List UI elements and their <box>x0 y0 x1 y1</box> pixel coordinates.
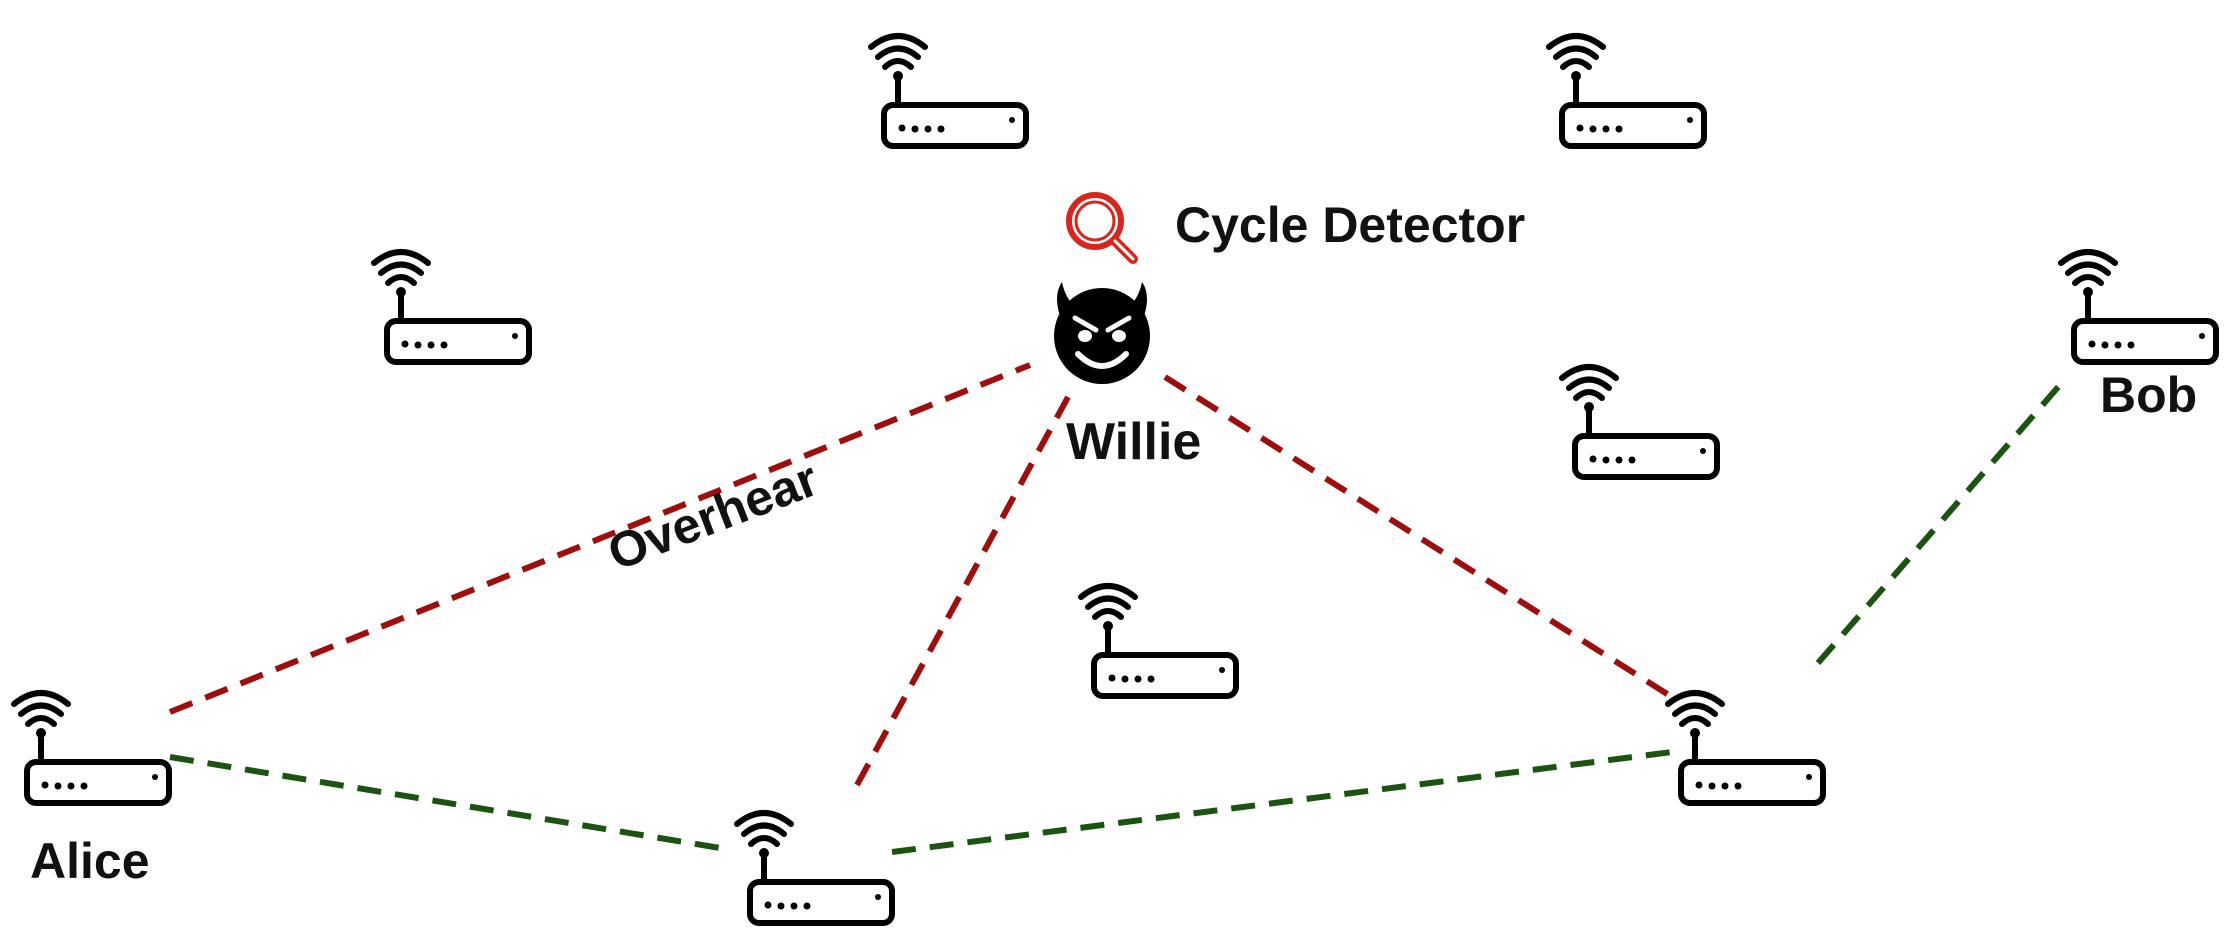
node-label-alice: Alice <box>30 833 150 889</box>
router-icon-center <box>1081 586 1236 696</box>
route-edge-relay1-relay2 <box>891 749 1673 855</box>
router-icon-bob <box>2061 252 2216 362</box>
router-icon-relay2 <box>1668 693 1823 803</box>
devil-face-icon <box>1054 282 1150 384</box>
overhear-edge-relay1 <box>854 395 1071 787</box>
magnifier-icon <box>1066 192 1138 264</box>
router-icon-relay1 <box>737 813 892 923</box>
overhear-edges <box>168 362 1674 787</box>
cycle-detector-label: Cycle Detector <box>1175 197 1526 253</box>
router-icon-mid-left <box>374 252 529 362</box>
router-icon-mid-right <box>1562 367 1717 477</box>
route-edge-relay2-bob <box>1815 376 2069 665</box>
node-label-willie: Willie <box>1066 413 1202 471</box>
router-icon-top-left <box>871 36 1026 146</box>
router-icon-alice <box>14 693 169 803</box>
node-label-bob: Bob <box>2100 367 2198 423</box>
overhear-edge-alice <box>168 362 1032 715</box>
overhear-edge-relay2 <box>1163 374 1674 700</box>
route-edges <box>169 376 2069 855</box>
router-icon-top-right <box>1549 36 1704 146</box>
route-edge-alice-relay1 <box>169 754 727 852</box>
